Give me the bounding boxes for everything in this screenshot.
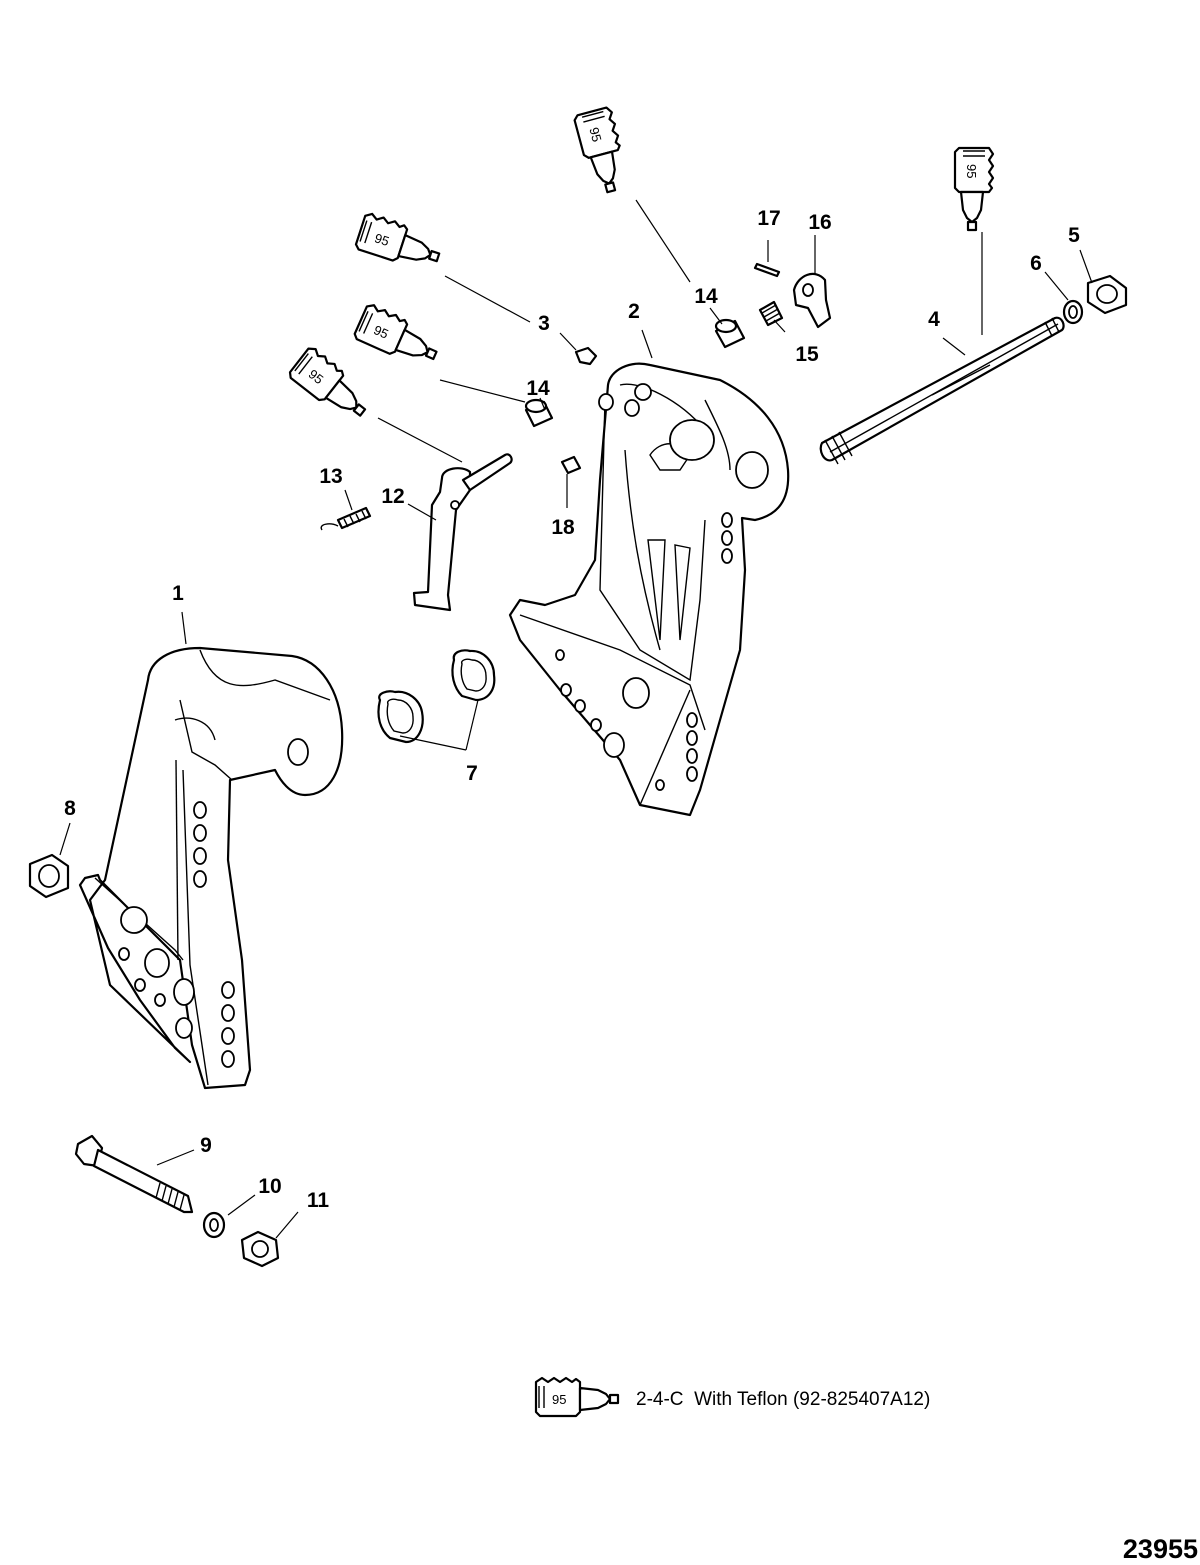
callout-14-lower: 14 [526, 377, 550, 400]
part-13-spring [320, 506, 372, 531]
callout-4: 4 [928, 308, 940, 331]
lubricant-tube-label: 95 [373, 230, 391, 249]
lubricant-tube-icon: 95 [953, 146, 995, 232]
callout-12: 12 [381, 485, 404, 508]
part-2-bracket [508, 362, 790, 817]
callout-labels: 1 2 3 4 5 6 7 8 9 10 11 12 13 14 14 15 1… [64, 207, 1080, 1212]
part-3-grease-fitting [574, 346, 598, 366]
legend-tube-icon: 95 [534, 1376, 620, 1418]
lubricant-tube-label: 95 [964, 164, 979, 178]
callout-9: 9 [200, 1134, 212, 1157]
callout-13: 13 [319, 465, 342, 488]
lubricant-tube-icon: 95 [286, 344, 377, 427]
part-10-washer [202, 1211, 226, 1239]
lubricant-tube-icon: 95 [351, 301, 445, 372]
part-9-bolt [74, 1134, 194, 1214]
part-4-tilt-tube [819, 316, 1065, 465]
legend-tube-label: 95 [552, 1392, 566, 1407]
figure-number: 23955 [1123, 1534, 1198, 1564]
part-18-pin [560, 455, 582, 475]
part-15-spring [758, 300, 784, 327]
callout-5: 5 [1068, 224, 1080, 247]
callout-17: 17 [757, 207, 780, 230]
callout-7: 7 [466, 762, 478, 785]
callout-3: 3 [538, 312, 550, 335]
lubricant-tube-label: 95 [586, 126, 604, 144]
part-14-bushing-lower [524, 398, 554, 428]
lubricant-tube-icon: 95 [353, 210, 446, 275]
callout-8: 8 [64, 797, 76, 820]
callout-6: 6 [1030, 252, 1042, 275]
legend-text: 2-4-C With Teflon (92-825407A12) [636, 1389, 930, 1410]
lubricant-tube-label: 95 [371, 322, 390, 342]
lubricant-tube-icon: 95 [572, 105, 633, 197]
callout-11: 11 [307, 1189, 330, 1212]
part-11-nut [240, 1230, 280, 1268]
part-16-lever [792, 272, 832, 329]
part-7-thrust-plate-right [451, 649, 496, 702]
part-7-thrust-plate-left [377, 690, 424, 744]
callout-14-upper: 14 [694, 285, 718, 308]
leader-lines [59, 199, 1093, 1239]
part-14-bushing-upper [714, 318, 746, 349]
part-6-washer [1062, 299, 1084, 325]
part-17-pin [753, 262, 781, 278]
part-8-nut [28, 853, 70, 899]
callout-16: 16 [808, 211, 831, 234]
legend: 95 2-4-C With Teflon (92-825407A12) [534, 1376, 930, 1418]
callout-10: 10 [258, 1175, 281, 1198]
part-5-tilt-tube-nut [1086, 274, 1128, 315]
callout-15: 15 [795, 343, 819, 366]
callout-18: 18 [551, 516, 575, 539]
callout-2: 2 [628, 300, 640, 323]
callout-1: 1 [172, 582, 184, 605]
part-1-bracket [78, 646, 344, 1090]
part-12-tilt-lock-lever [412, 453, 513, 612]
